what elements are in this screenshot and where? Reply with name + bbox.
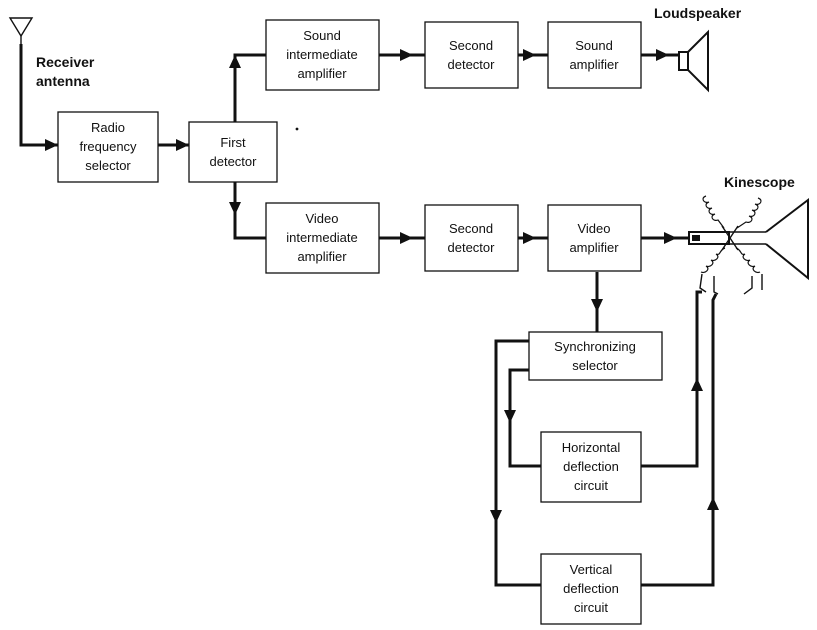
- loudspeaker-icon: [678, 29, 709, 93]
- block-label: Second: [449, 38, 493, 53]
- block-video-second-detector: Second detector: [424, 204, 519, 272]
- antenna-label-line1: Receiver: [36, 54, 95, 70]
- block-label: First: [220, 135, 246, 150]
- block-label: deflection: [563, 581, 619, 596]
- stray-dot: [295, 127, 299, 131]
- block-label: amplifier: [569, 240, 619, 255]
- block-sound-if-amplifier: Sound intermediate amplifier: [265, 19, 380, 91]
- block-label: Sound: [303, 28, 341, 43]
- block-label: circuit: [574, 478, 608, 493]
- block-label: Sound: [575, 38, 613, 53]
- block-first-detector: First detector: [188, 121, 278, 183]
- block-label: Video: [577, 221, 610, 236]
- loudspeaker-label: Loudspeaker: [654, 5, 742, 21]
- block-video-amplifier: Video amplifier: [547, 204, 642, 272]
- block-label: Horizontal: [562, 440, 621, 455]
- block-label: Radio: [91, 120, 125, 135]
- block-label: Vertical: [570, 562, 613, 577]
- block-rf-selector: Radio frequency selector: [57, 111, 159, 183]
- arrowheads: [45, 49, 719, 523]
- antenna-label-line2: antenna: [36, 73, 90, 89]
- block-label: frequency: [79, 139, 137, 154]
- kinescope-label: Kinescope: [724, 174, 795, 190]
- block-label: Synchronizing: [554, 339, 636, 354]
- block-label: amplifier: [297, 249, 347, 264]
- block-label: detector: [210, 154, 258, 169]
- block-horizontal-deflection: Horizontal deflection circuit: [540, 431, 642, 503]
- block-label: deflection: [563, 459, 619, 474]
- block-video-if-amplifier: Video intermediate amplifier: [265, 202, 380, 274]
- block-label: selector: [85, 158, 131, 173]
- block-label: detector: [448, 240, 496, 255]
- block-label: Second: [449, 221, 493, 236]
- block-sound-second-detector: Second detector: [424, 21, 519, 89]
- block-label: intermediate: [286, 230, 358, 245]
- block-label: circuit: [574, 600, 608, 615]
- block-sync-selector: Synchronizing selector: [528, 331, 663, 381]
- block-sound-amplifier: Sound amplifier: [547, 21, 642, 89]
- block-label: amplifier: [297, 66, 347, 81]
- block-label: selector: [572, 358, 618, 373]
- block-label: Video: [305, 211, 338, 226]
- block-label: amplifier: [569, 57, 619, 72]
- block-label: detector: [448, 57, 496, 72]
- block-label: intermediate: [286, 47, 358, 62]
- antenna-icon: [8, 17, 34, 44]
- deflection-coils-icon: [699, 195, 763, 295]
- kinescope-tube-icon: [688, 197, 809, 281]
- block-vertical-deflection: Vertical deflection circuit: [540, 553, 642, 625]
